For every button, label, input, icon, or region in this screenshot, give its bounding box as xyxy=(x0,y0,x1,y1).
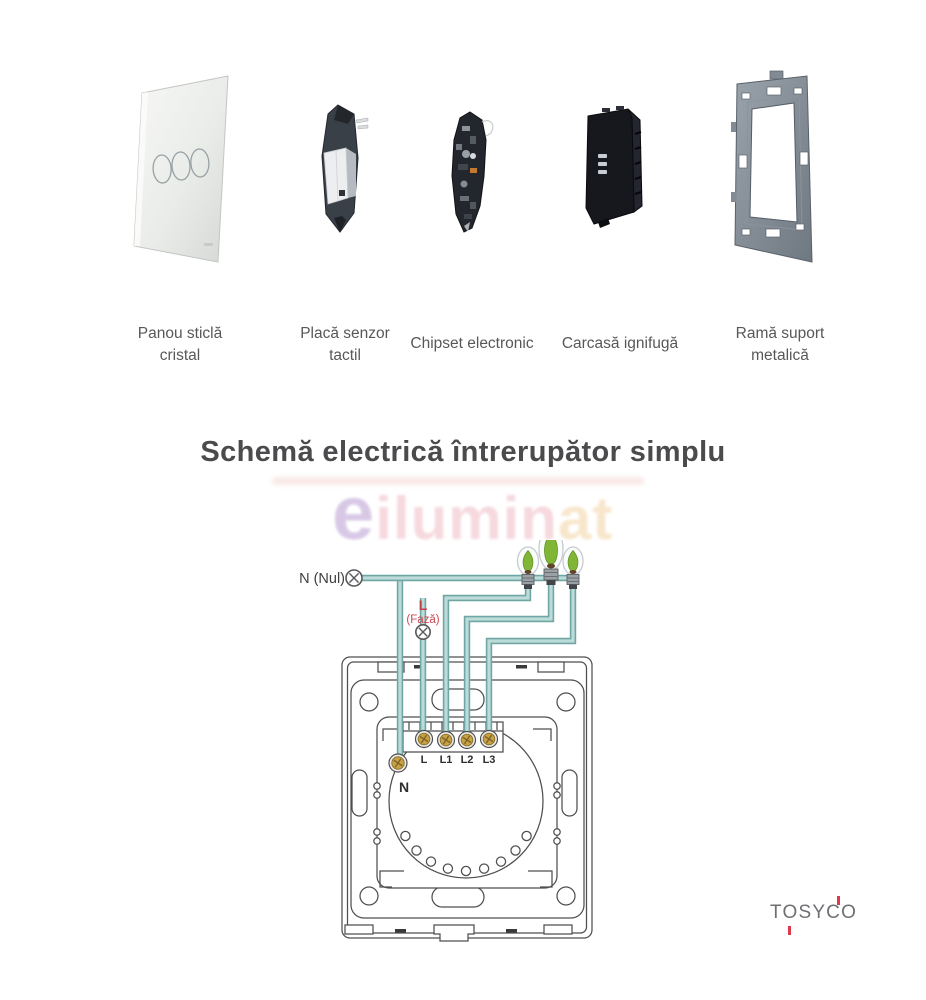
part-label-line: Chipset electronic xyxy=(410,335,534,352)
part-label-line: Panou sticlă xyxy=(137,324,223,342)
dial-scallops xyxy=(400,830,532,877)
sensor-plate-image xyxy=(321,104,369,233)
live-wire-sublabel: (Fază) xyxy=(406,614,439,626)
live-circle-cross-icon xyxy=(415,624,431,640)
part-label-line: Carcasă ignifugă xyxy=(561,335,679,352)
neutral-wire-label: N (Nul) xyxy=(299,571,345,587)
part-label-sensor-plate: Placă senzor tactil xyxy=(275,320,415,368)
touch-circles-icon xyxy=(152,148,210,184)
brand-accent-tick-bottom xyxy=(788,926,791,935)
bulb-icons xyxy=(516,540,584,589)
part-label-line: Ramă suport xyxy=(735,324,825,342)
watermark-part: at xyxy=(557,485,614,552)
watermark-part: ilumin xyxy=(375,485,558,552)
glass-panel-image xyxy=(133,75,229,263)
part-label-glass-panel: Panou sticlă cristal xyxy=(110,320,250,368)
part-label-chipset: Chipset electronic xyxy=(392,320,552,368)
switch-back-plate xyxy=(341,656,593,942)
terminal-label-l: L xyxy=(421,754,428,766)
terminal-labels: L L1 L2 L3 N xyxy=(399,754,495,795)
frame-cutouts xyxy=(738,86,809,238)
part-label-line: metalică xyxy=(751,346,809,364)
terminal-label-l1: L1 xyxy=(440,754,453,766)
brand-logo: TOSYCO xyxy=(770,896,870,942)
terminal-label-l2: L2 xyxy=(461,754,474,766)
neutral-circle-cross-icon xyxy=(345,569,363,587)
terminal-label-l3: L3 xyxy=(483,754,496,766)
metal-frame-image xyxy=(731,70,813,263)
parts-row: Panou sticlă cristal Placă senzor tactil… xyxy=(0,0,926,380)
case-vent-slots xyxy=(598,154,607,174)
wiring-diagram: L L1 L2 L3 N N (Nul) L (Fază) xyxy=(299,540,593,942)
terminal-label-n: N xyxy=(399,779,409,795)
eco-leaf-bulb-icon xyxy=(538,540,564,585)
fireproof-case-image xyxy=(585,106,643,228)
eco-leaf-bulb-icon xyxy=(562,546,584,589)
part-label-line: tactil xyxy=(329,346,361,364)
chipset-image xyxy=(451,111,494,233)
brand-accent-tick-top xyxy=(837,896,840,905)
brand-logo-text: TOSYCO xyxy=(770,902,858,923)
terminal-screws xyxy=(388,729,499,773)
eco-leaf-bulb-icon xyxy=(516,546,540,589)
watermark-part: e xyxy=(332,471,376,556)
watermark-band xyxy=(272,477,644,485)
schematic-title: Schemă electrică întrerupător simplu xyxy=(200,436,726,468)
module-edge-bumps xyxy=(373,782,561,845)
wires xyxy=(362,574,578,760)
part-label-fireproof-case: Carcasă ignifugă xyxy=(540,320,700,368)
part-label-line: cristal xyxy=(159,346,201,364)
live-wire-label: L xyxy=(419,597,428,613)
watermark-logo: eiluminat xyxy=(332,470,652,557)
supply-symbols: N (Nul) L (Fază) xyxy=(299,569,440,640)
part-label-line: Placă senzor xyxy=(300,324,390,342)
pcb-components xyxy=(456,126,477,219)
part-label-metal-frame: Ramă suport metalică xyxy=(700,320,860,368)
